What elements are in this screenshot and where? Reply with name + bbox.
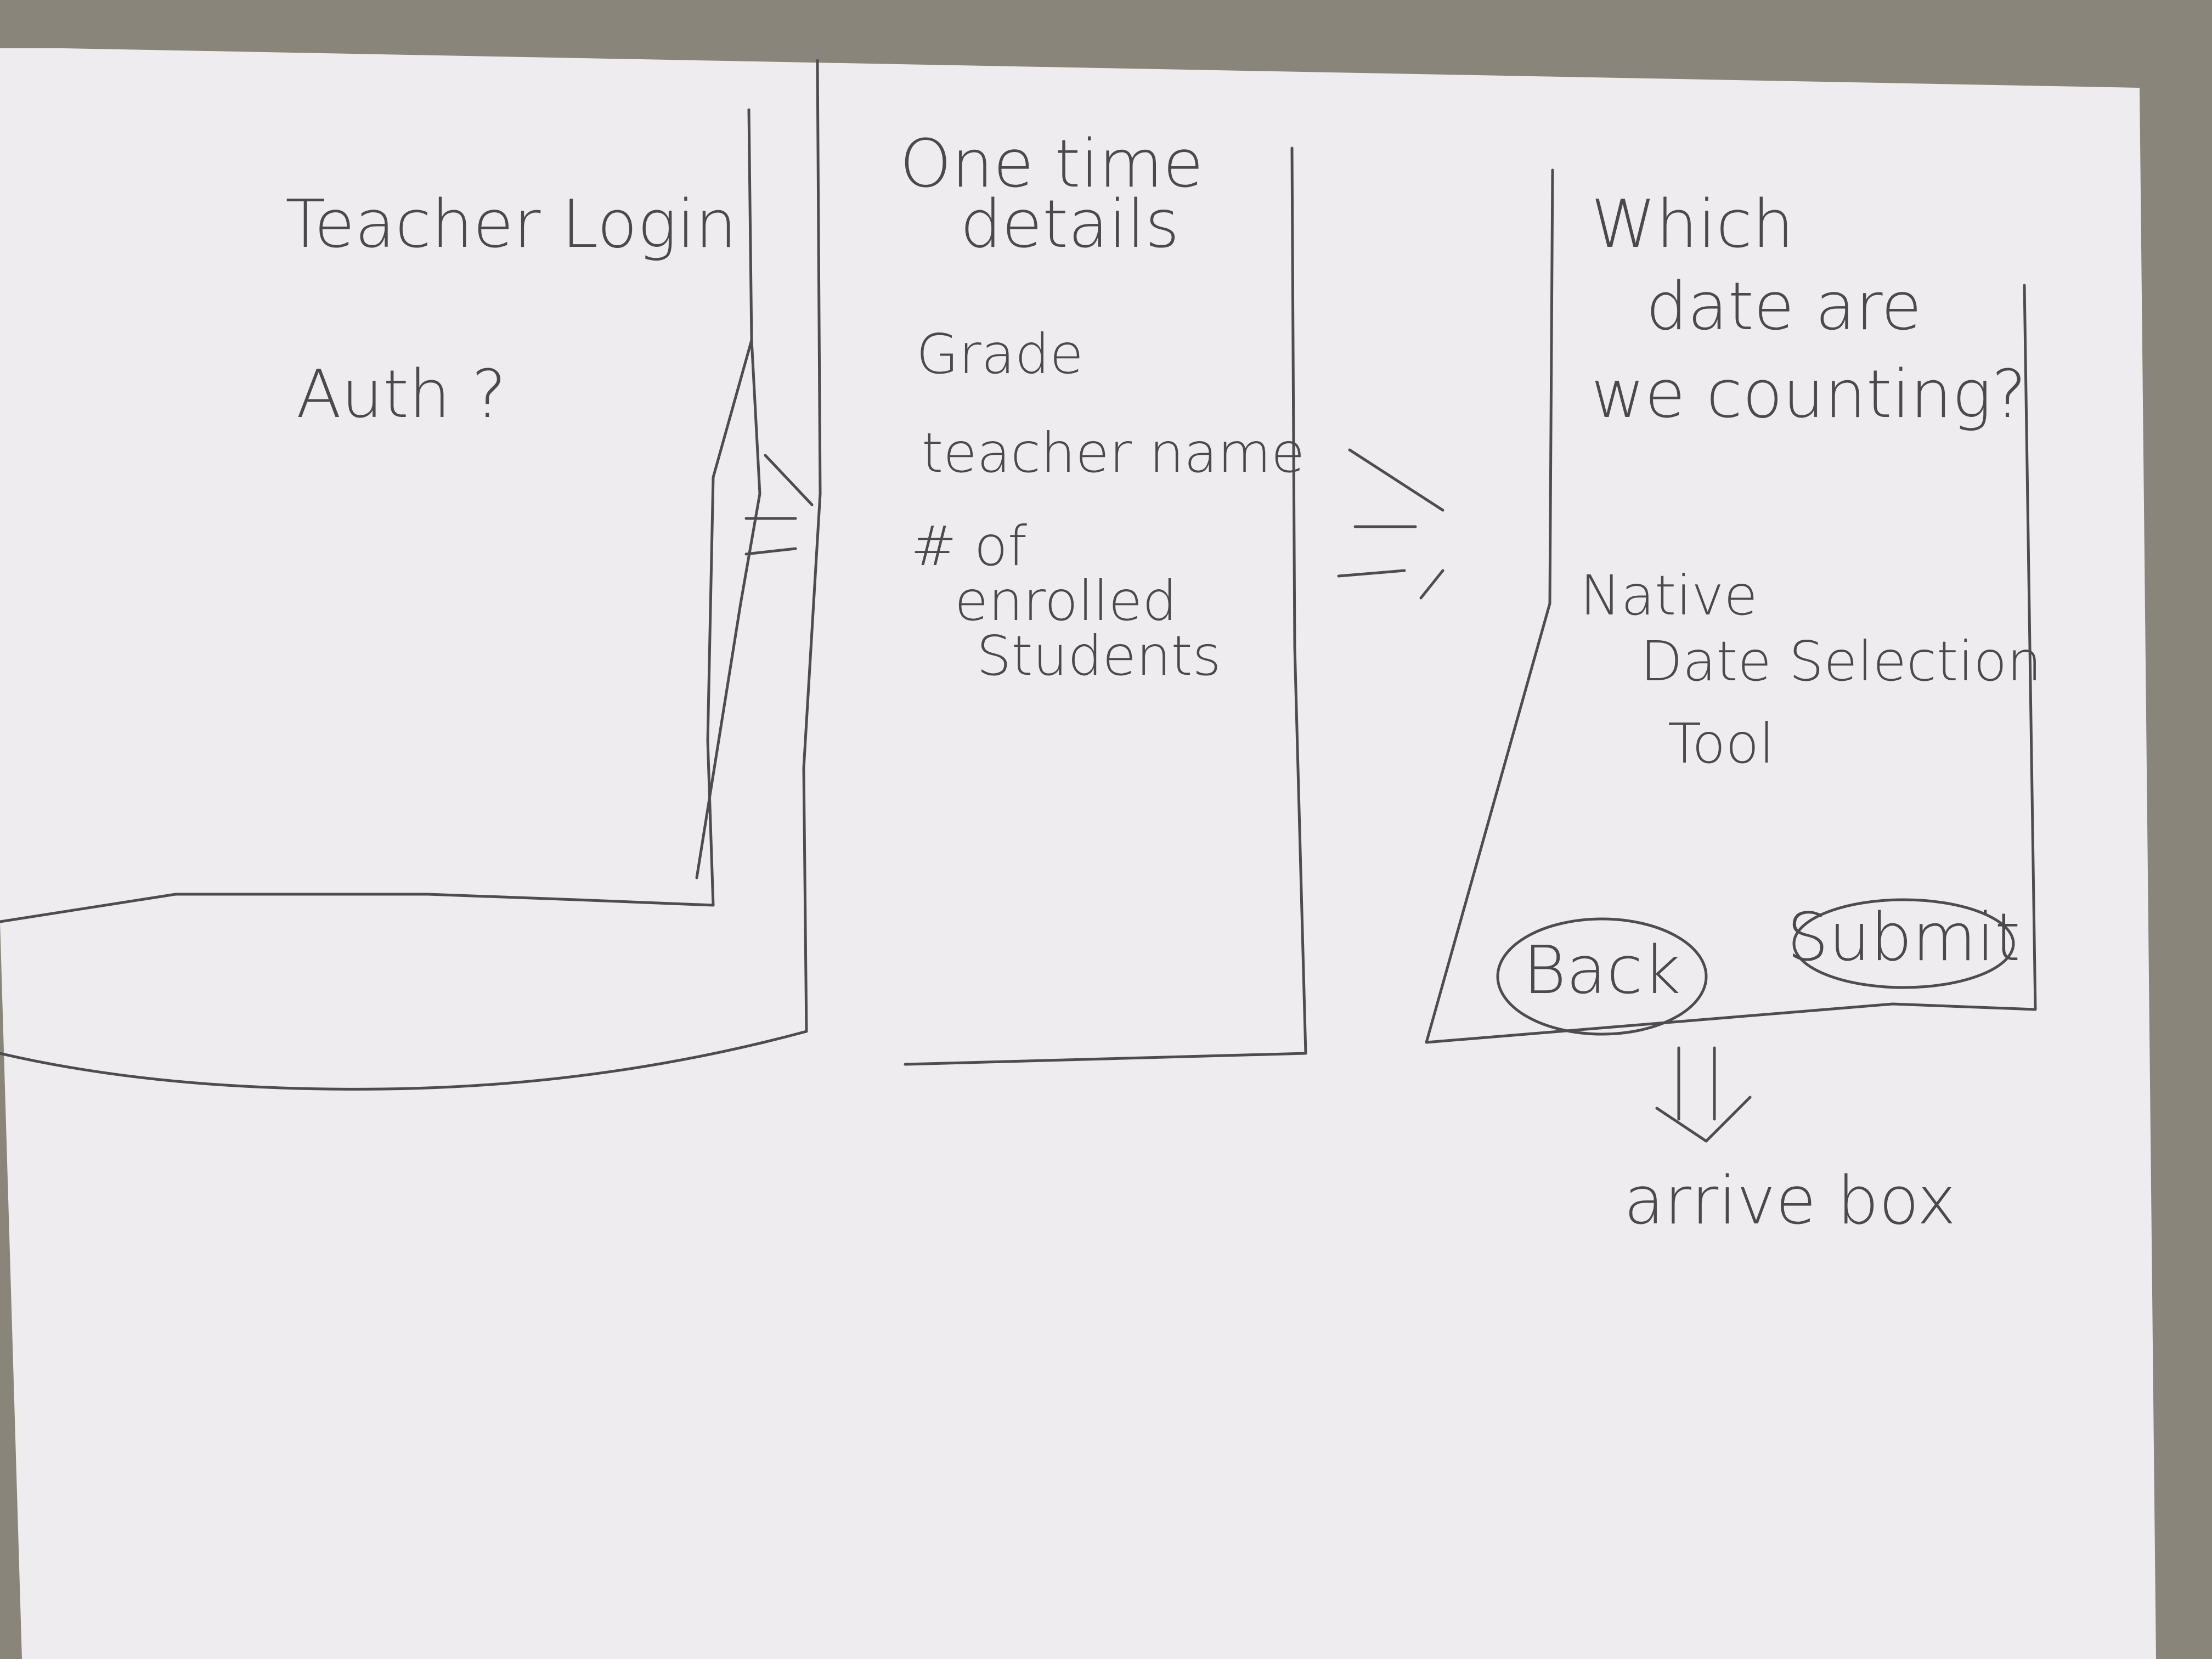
- submit-button[interactable]: Submit: [1787, 898, 2021, 989]
- frame-login: Teacher Login Auth ?: [0, 108, 761, 923]
- arrow-login-to-details: [744, 454, 814, 556]
- arrow-2-head-top: [1348, 448, 1444, 512]
- frame-details-border: [904, 146, 1307, 1066]
- details-grade: Grade: [916, 322, 1084, 386]
- arrow-date-to-archive: [1655, 1046, 1752, 1143]
- date-tool: Tool: [1668, 712, 1774, 776]
- submit-button-outline: [1792, 898, 2015, 989]
- date-date-selection: Date Selection: [1640, 629, 2042, 693]
- arrow-3-head: [1655, 1096, 1752, 1143]
- frame-login-border: [0, 108, 753, 923]
- footer-note: arrive box: [1624, 1163, 1956, 1239]
- date-title-2: date are: [1646, 269, 1922, 345]
- arrow-2-head-bottom: [1419, 569, 1444, 600]
- back-button-outline: [1496, 917, 1708, 1036]
- details-title-1: One time: [900, 126, 1204, 202]
- submit-button-label: Submit: [1787, 900, 2021, 976]
- arrow-1-shaft-bottom: [744, 547, 797, 556]
- date-title-1: Which: [1591, 187, 1794, 263]
- login-title: Teacher Login: [285, 187, 737, 263]
- arrow-2-shaft-bottom: [1337, 569, 1406, 578]
- details-enrolled-1: # of: [911, 514, 1027, 578]
- back-button[interactable]: Back: [1496, 917, 1708, 1036]
- arrow-details-to-date: [1337, 448, 1444, 600]
- paper-sheet: [0, 48, 2156, 1659]
- date-title-3: we counting?: [1591, 357, 2027, 433]
- frame-login-right-edge: [802, 59, 822, 1033]
- frame-login-inner-stroke: [695, 338, 761, 879]
- details-enrolled-2: enrolled: [955, 569, 1177, 633]
- frame-login-bottom-curve: [0, 1030, 808, 1091]
- frame-details: One time details Grade teacher name # of…: [900, 126, 1307, 1066]
- back-button-label: Back: [1523, 933, 1681, 1009]
- date-native: Native: [1580, 563, 1758, 628]
- login-auth: Auth ?: [296, 357, 506, 433]
- arrow-1-head-top: [764, 454, 814, 506]
- details-enrolled-3: Students: [977, 624, 1221, 688]
- frame-date: Which date are we counting? Native Date …: [1425, 168, 2042, 1044]
- details-title-2: details: [960, 187, 1180, 263]
- details-teacher-name: teacher name: [922, 421, 1305, 485]
